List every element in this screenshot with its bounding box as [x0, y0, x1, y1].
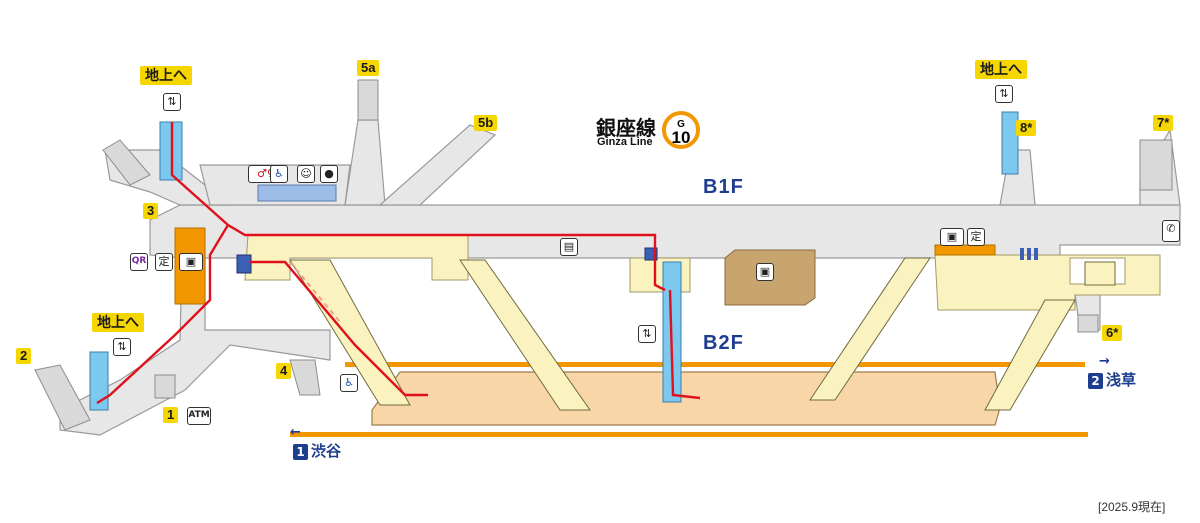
- elevators: [89, 111, 1019, 411]
- direction-number-1: 1: [293, 444, 308, 460]
- baby-room-icon: ☺: [297, 165, 315, 183]
- route-dashed: [289, 261, 341, 323]
- wheelchair-lift-icon: ♿: [340, 374, 358, 392]
- direction-arrow-left: ←: [290, 425, 301, 440]
- elevator-label-right: 地上へ: [975, 60, 1027, 79]
- b1-area-left: [244, 234, 469, 281]
- line-number: 10: [672, 128, 691, 147]
- exit-5a-label: 5a: [357, 60, 380, 76]
- exit-7-label: 7*: [1153, 115, 1174, 131]
- accessible-route-2: [96, 224, 230, 405]
- exit-4-label: 4: [276, 363, 292, 379]
- phone-icon: ✆: [1162, 220, 1180, 242]
- track-lower: [290, 432, 1088, 437]
- ticket-machine-icon: 定: [155, 253, 173, 271]
- accessible-route-3: [250, 260, 428, 397]
- atm-icon: ATM: [187, 407, 211, 425]
- exit-6-label: 6*: [1102, 325, 1123, 341]
- elevator-icon: ⇅: [995, 85, 1013, 103]
- floor-b1: B1F: [703, 176, 744, 198]
- qr-ticket-machine-icon: QR: [130, 253, 148, 271]
- gate-marker-right: [1020, 248, 1038, 260]
- gate-marker-left: [236, 254, 252, 274]
- station-office-icon: ▣: [756, 263, 774, 281]
- exit-5a-corridor: [344, 119, 386, 206]
- direction-arrow-right: →: [1099, 354, 1110, 369]
- exit-stairs: [34, 79, 1173, 431]
- line-letter: G: [677, 119, 685, 130]
- exit-1-label: 1: [163, 407, 179, 423]
- exit-8-label: 8*: [1016, 120, 1037, 136]
- elevator-label-left-bottom: 地上へ: [92, 313, 144, 332]
- elevator-icon: ⇅: [113, 338, 131, 356]
- b2-platform: [371, 371, 1001, 426]
- track-upper: [345, 362, 1085, 367]
- line-symbol: [662, 111, 700, 149]
- accessible-route-4: [668, 289, 701, 400]
- direction-number-2: 2: [1088, 373, 1103, 389]
- exit-3-label: 3: [143, 203, 159, 219]
- direction-asakusa-text: 浅草: [1106, 371, 1137, 389]
- elevator-label-left-top: 地上へ: [140, 66, 192, 85]
- ticket-machine-icon: 定: [967, 228, 985, 246]
- date-note: [2025.9現在]: [1098, 500, 1166, 514]
- elevator-icon: ⇅: [163, 93, 181, 111]
- wheelchair-icon: ♿: [270, 165, 288, 183]
- ticket-gate-right: [934, 244, 996, 256]
- coin-locker-icon: ▤: [560, 238, 578, 256]
- exit-5b-corridor: [378, 124, 497, 206]
- floor-b2: B2F: [703, 332, 744, 354]
- fare-adjust-icon: ▣: [179, 253, 203, 271]
- multipurpose-room-icon: ●: [320, 165, 338, 183]
- fare-adjust-icon: ▣: [940, 228, 964, 246]
- line-name-en: Ginza Line: [597, 136, 653, 148]
- exit-2-label: 2: [16, 348, 32, 364]
- toilet-block: [257, 184, 337, 202]
- direction-shibuya-text: 渋谷: [311, 442, 342, 460]
- line-name: 銀座線: [596, 118, 656, 140]
- exit-5b-label: 5b: [474, 115, 498, 131]
- accessible-route: [170, 122, 666, 292]
- elevator-icon: ⇅: [638, 325, 656, 343]
